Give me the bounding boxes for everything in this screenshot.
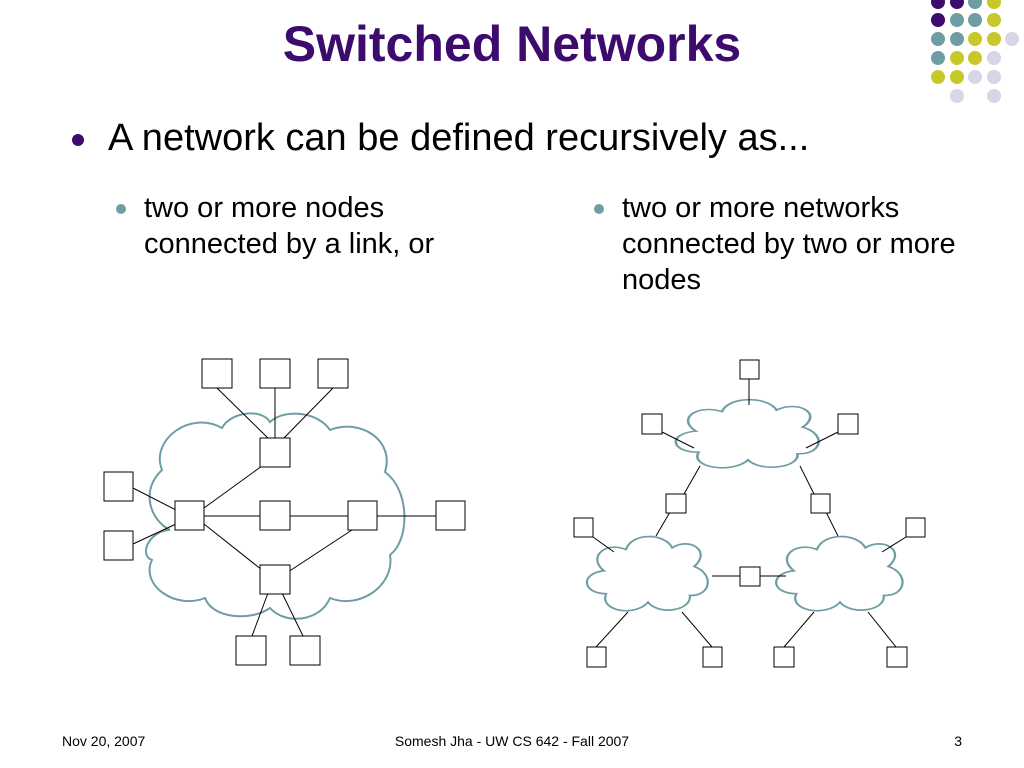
dot-row-6 [950, 89, 1001, 103]
dot-row-4 [931, 51, 1001, 65]
node [259, 437, 291, 468]
sub-bullet-left-text: two or more nodes connected by a link, o… [144, 192, 435, 260]
network-cloud-right [774, 535, 904, 612]
node [810, 493, 831, 514]
network-cloud [145, 412, 406, 620]
bullet-marker [116, 204, 126, 214]
sub-bullet-right-text: two or more networks connected by two or… [622, 192, 956, 296]
node [739, 566, 761, 587]
node [201, 358, 233, 389]
footer-page-number: 3 [954, 733, 962, 749]
node [347, 500, 378, 531]
bullet-marker [594, 204, 604, 214]
links [132, 387, 436, 637]
node [174, 500, 205, 531]
dot-row-3 [931, 32, 1019, 46]
dot-row-1 [931, 0, 1001, 9]
node [773, 646, 795, 668]
node [702, 646, 723, 668]
links [592, 379, 907, 648]
node [289, 635, 321, 666]
slide-title: Switched Networks [282, 16, 742, 72]
footer-presenter: Somesh Jha - UW CS 642 - Fall 2007 [394, 733, 630, 749]
node [259, 564, 291, 595]
node [665, 493, 687, 514]
nodes [573, 359, 926, 668]
node [235, 635, 267, 666]
node [905, 517, 926, 538]
footer-date: Nov 20, 2007 [62, 733, 146, 749]
nodes [103, 358, 466, 666]
node [641, 413, 663, 435]
node [103, 530, 134, 561]
network-cloud-top [674, 398, 820, 470]
internetwork-diagram [573, 359, 926, 668]
node [739, 359, 760, 380]
bullet-marker [72, 134, 84, 146]
node [586, 646, 607, 668]
node [886, 646, 908, 668]
node [103, 471, 134, 502]
decorative-dot-grid [931, 0, 1019, 103]
node [435, 500, 466, 531]
node [259, 500, 291, 531]
node [317, 358, 349, 389]
network-cloud-left [585, 535, 709, 612]
dot-row-2 [931, 13, 1001, 27]
dot-row-5 [931, 70, 1001, 84]
main-bullet-text: A network can be defined recursively as.… [108, 117, 810, 159]
node [259, 358, 291, 389]
node [837, 413, 859, 435]
single-network-diagram [103, 358, 466, 666]
node [573, 517, 594, 538]
